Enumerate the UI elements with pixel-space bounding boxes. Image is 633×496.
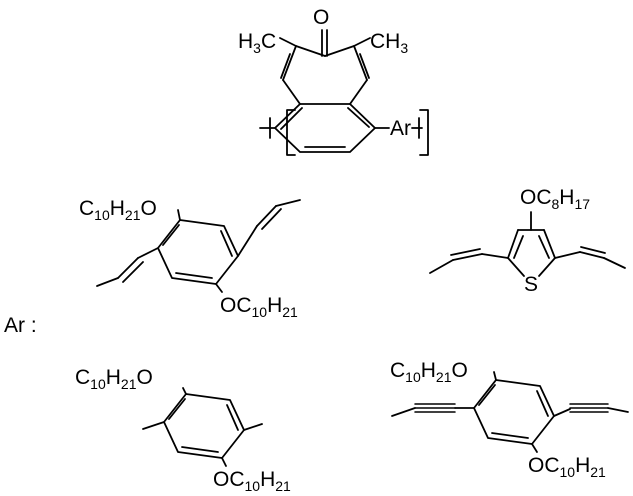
unit3-lower-o-bond	[221, 457, 227, 467]
ar-definition-label: Ar :	[4, 314, 37, 337]
unit1-upper-o-bond	[177, 209, 181, 221]
right-methyl-label: CH3	[370, 30, 408, 56]
unit1-lower-o-bond	[215, 283, 223, 293]
ar-unit-dialkoxy-ethynylene-benzene: C10H21O OC10H21	[390, 359, 629, 480]
left-methyl-bond	[279, 37, 297, 47]
unit3-upper-o-bond	[182, 387, 187, 395]
unit2-thiophene-ring	[507, 229, 556, 277]
unit1-upper-alkoxy-label: C10H21O	[79, 197, 157, 223]
fused-benzene-ring	[274, 103, 376, 153]
ar-label: Ar	[390, 117, 411, 140]
unit3-benzene-ring	[163, 393, 245, 459]
unit3-left-bond	[142, 421, 165, 430]
unit4-lower-o-bond	[531, 443, 538, 453]
unit3-right-bond	[243, 423, 263, 431]
ar-unit-dialkoxy-phenylene: C10H21O OC10H21	[75, 366, 291, 494]
right-methyl-bond	[353, 37, 371, 47]
unit3-lower-alkoxy-label: OC10H21	[213, 468, 291, 494]
right-bracket	[419, 109, 429, 156]
unit3-upper-alkoxy-label: C10H21O	[75, 366, 153, 392]
polymer-repeat-unit: O H3C CH3 Ar	[238, 6, 429, 156]
oxygen-label: O	[313, 6, 329, 29]
unit2-alkoxy-label: OC8H17	[520, 186, 590, 212]
unit1-lower-alkoxy-label: OC10H21	[220, 294, 298, 320]
left-methyl-label: H3C	[238, 30, 276, 56]
unit4-upper-alkoxy-label: C10H21O	[390, 359, 468, 385]
unit2-sulfur-label: S	[524, 273, 538, 296]
unit1-benzene-ring	[157, 219, 239, 285]
unit4-lower-alkoxy-label: OC10H21	[528, 454, 606, 480]
ar-unit-dialkoxy-vinylene-benzene: C10H21O OC10H21	[79, 197, 301, 320]
cycloheptatrienone-ring	[280, 45, 370, 105]
ar-unit-alkoxythiophene: S OC8H17	[429, 186, 626, 296]
unit4-benzene-ring	[473, 379, 555, 445]
unit4-upper-o-bond	[493, 371, 497, 381]
left-bracket	[286, 109, 296, 156]
